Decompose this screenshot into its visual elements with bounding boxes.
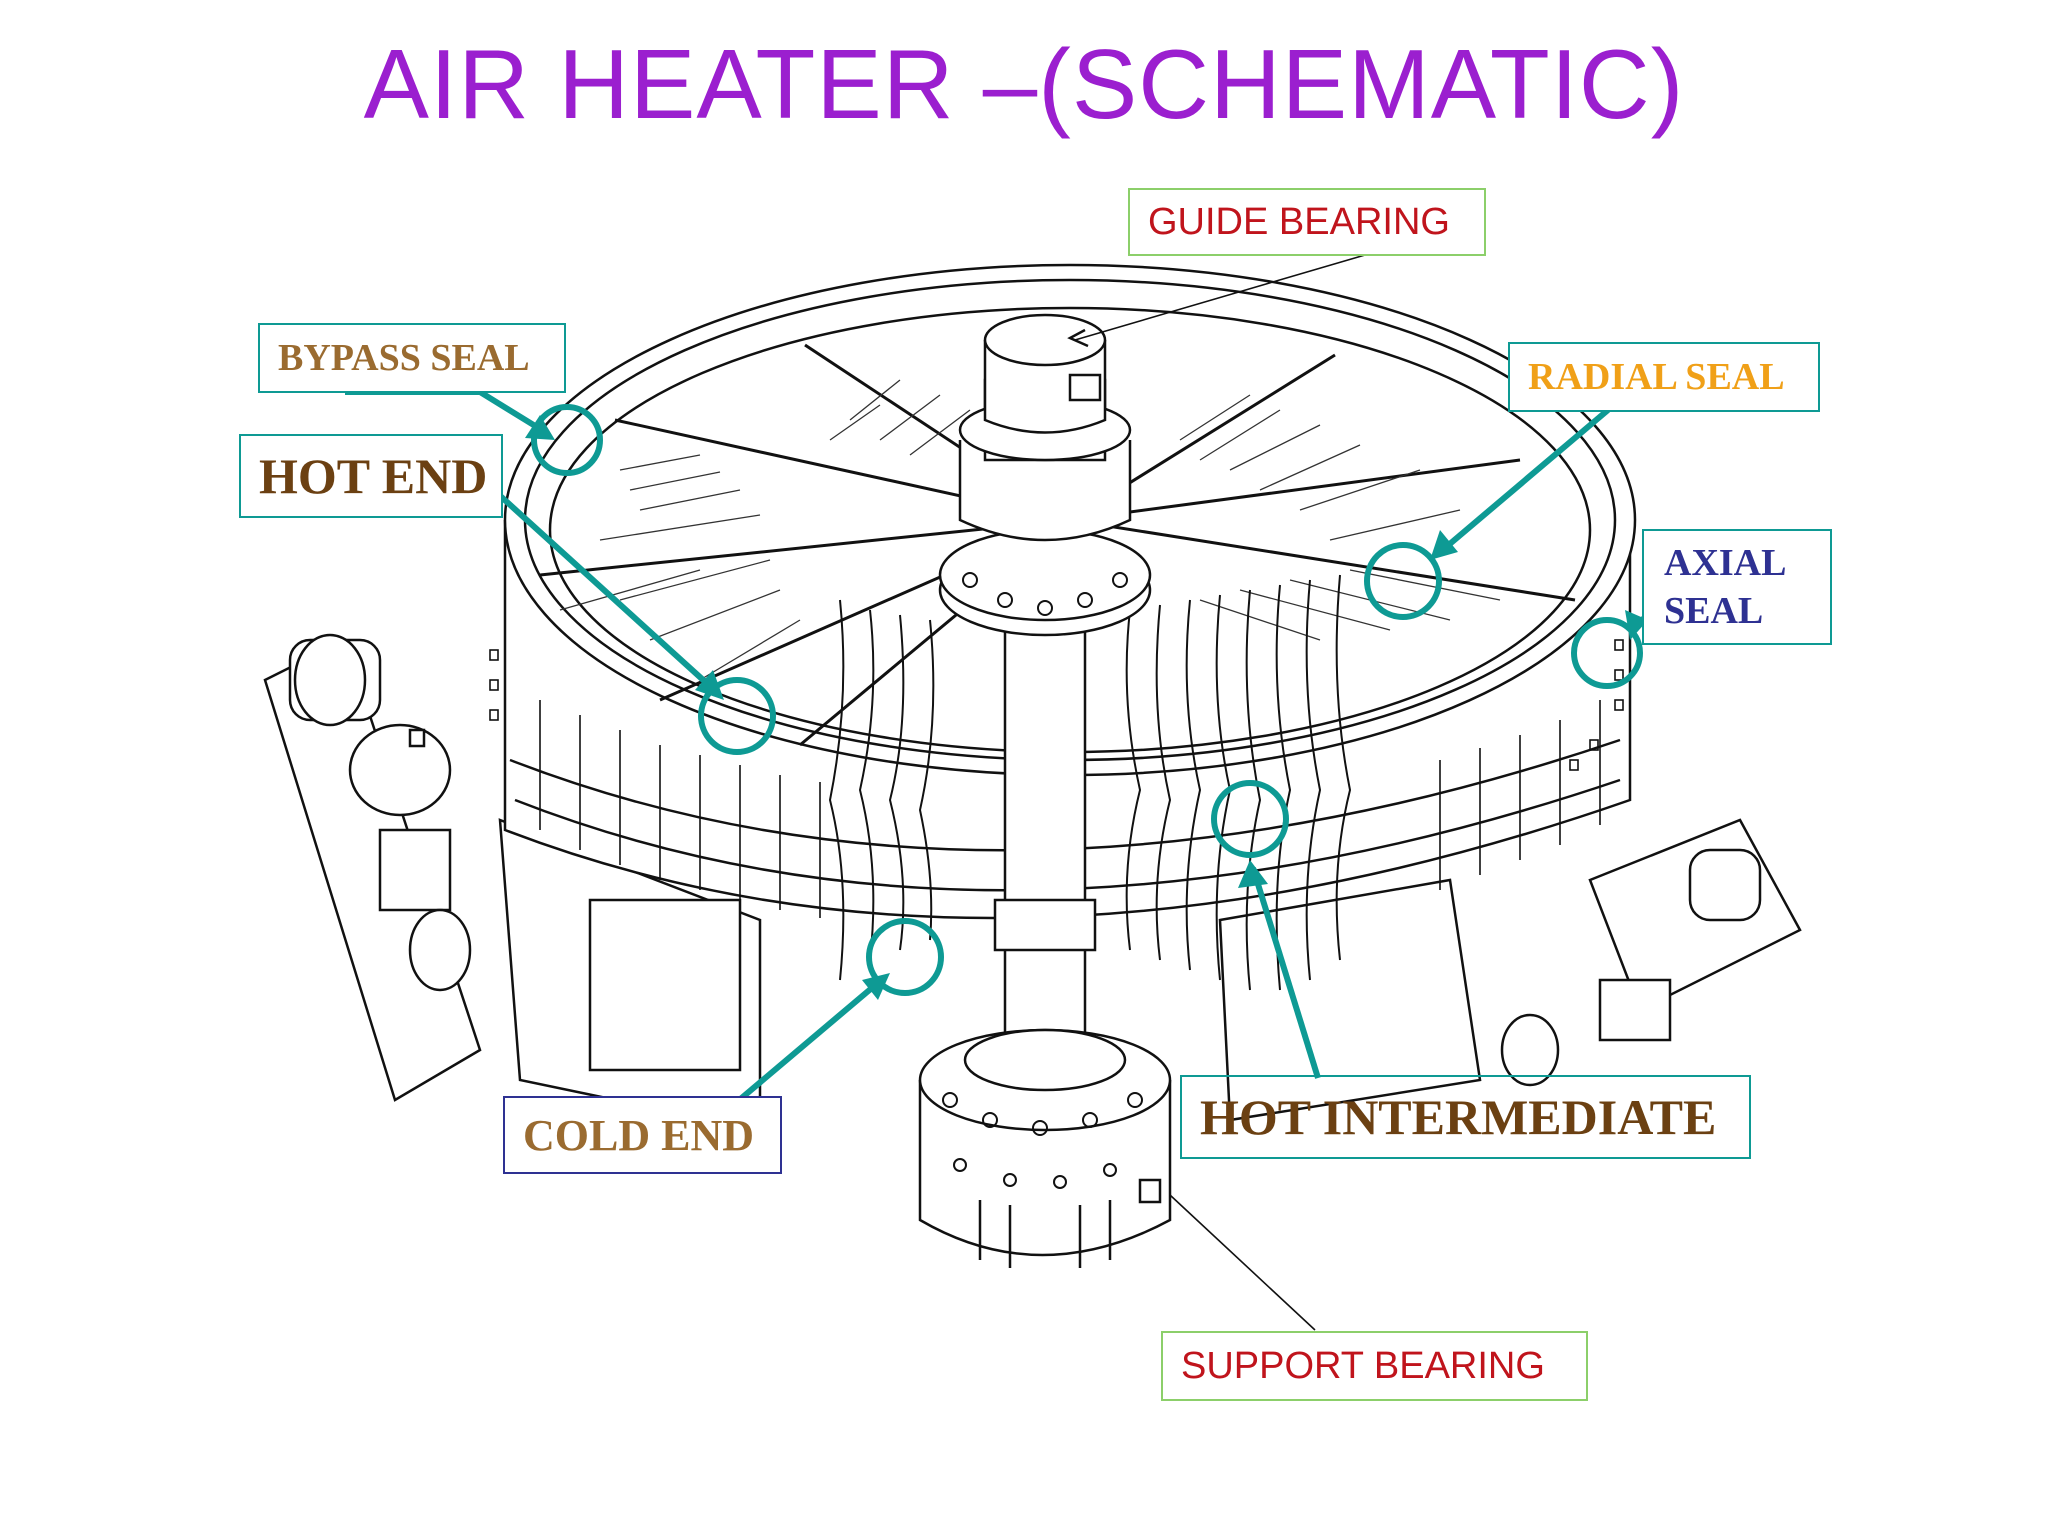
rotor-post (938, 313, 1152, 1062)
label-radial-seal: RADIAL SEAL (1508, 342, 1820, 412)
label-radial-seal-text: RADIAL SEAL (1528, 356, 1785, 398)
axial-seal-marker (1571, 617, 1643, 689)
label-hot-intermediate-text: HOT INTERMEDIATE (1200, 1089, 1717, 1145)
cold-end-marker (866, 918, 944, 996)
label-support-bearing: SUPPORT BEARING (1161, 1331, 1588, 1401)
bypass-seal-marker (531, 404, 603, 476)
cold-end-arrow (723, 984, 875, 1115)
page-title: AIR HEATER –(SCHEMATIC) (363, 29, 1685, 139)
hot-end-marker (698, 677, 776, 755)
label-cold-end-text: COLD END (523, 1110, 755, 1160)
drive-motor (263, 633, 482, 1102)
label-hot-intermediate: HOT INTERMEDIATE (1180, 1075, 1751, 1159)
label-guide-bearing: GUIDE BEARING (1128, 188, 1486, 256)
rotor-illustration (263, 263, 1802, 1268)
hot-intermediate-marker (1211, 780, 1289, 858)
support-bearing-leader (1169, 1194, 1316, 1331)
label-bypass-seal: BYPASS SEAL (258, 323, 566, 393)
hot-end-arrow (494, 490, 715, 691)
radial-seal-marker (1364, 542, 1442, 620)
hot-intermediate-arrow (1250, 867, 1321, 1079)
label-hot-end-text: HOT END (259, 448, 488, 504)
label-bypass-seal-text: BYPASS SEAL (278, 337, 530, 379)
label-support-bearing-text: SUPPORT BEARING (1181, 1344, 1545, 1387)
guide-bearing-leader (1074, 254, 1366, 341)
label-cold-end: COLD END (503, 1096, 782, 1174)
radial-seal-arrow (1443, 407, 1610, 551)
label-axial-seal-text: AXIAL SEAL (1664, 542, 1787, 632)
support-bearing-housing (918, 1028, 1172, 1268)
bypass-seal-arrow (345, 389, 547, 435)
drive-motor-right (1500, 818, 1802, 1087)
label-guide-bearing-text: GUIDE BEARING (1148, 200, 1450, 243)
label-axial-seal: AXIAL SEAL (1642, 529, 1832, 645)
label-hot-end: HOT END (239, 434, 503, 518)
